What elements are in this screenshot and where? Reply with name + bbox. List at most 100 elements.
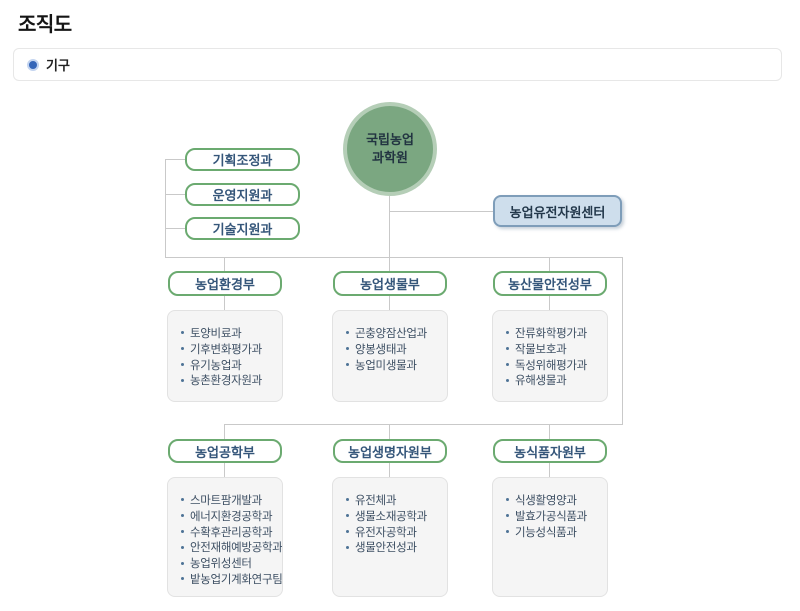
division-label: 생물안전성과 xyxy=(355,542,417,555)
dept-box-r2c3[interactable]: 농식품자원부 xyxy=(493,439,607,463)
tab-organization[interactable]: 기구 xyxy=(27,55,70,74)
connector-row2-rail xyxy=(224,424,623,425)
division-item: 생물안전성과 xyxy=(346,539,443,555)
division-item: 기후변화평가과 xyxy=(181,341,278,357)
connector-row2-drop-1 xyxy=(224,424,225,439)
division-label: 독성위해평가과 xyxy=(515,359,587,372)
division-item: 유전자공학과 xyxy=(346,524,443,540)
division-item: 유해생물과 xyxy=(506,372,603,388)
division-item: 식생활영양과 xyxy=(506,492,603,508)
division-item: 에너지환경공학과 xyxy=(181,508,278,524)
division-label: 발효가공식품과 xyxy=(515,510,587,523)
division-label: 유해생물과 xyxy=(515,375,567,388)
bullet-icon xyxy=(181,577,184,581)
staff-box-technical[interactable]: 기술지원과 xyxy=(185,217,300,240)
division-label: 토양비료과 xyxy=(190,327,242,340)
connector-staff-spine xyxy=(165,159,166,258)
division-item: 밭농업기계화연구팀 xyxy=(181,571,282,587)
division-label: 잔류화학평가과 xyxy=(515,327,587,340)
dept-box-label: 농산물안전성부 xyxy=(508,277,592,292)
bullet-icon xyxy=(346,514,349,518)
staff-box-planning[interactable]: 기획조정과 xyxy=(185,148,300,171)
division-item: 작물보호과 xyxy=(506,341,603,357)
bullet-icon xyxy=(346,331,349,335)
division-label: 곤충양잠산업과 xyxy=(355,327,427,340)
division-item: 유전체과 xyxy=(346,492,443,508)
connector-row1-rail xyxy=(165,257,623,258)
division-label: 농촌환경자원과 xyxy=(190,375,262,388)
bullet-icon xyxy=(506,498,509,502)
connector-r1c2-list xyxy=(389,296,390,310)
staff-box-operations[interactable]: 운영지원과 xyxy=(185,183,300,206)
bullet-icon xyxy=(346,529,349,533)
connector-root-drop xyxy=(389,196,390,272)
root-node[interactable]: 국립농업 과학원 xyxy=(343,102,437,196)
connector-r2c3-list xyxy=(549,463,550,477)
bullet-icon xyxy=(181,514,184,518)
bullet-icon xyxy=(346,362,349,366)
dept-box-label: 농업공학부 xyxy=(195,444,255,460)
center-box-genetic-resources[interactable]: 농업유전자원센터 xyxy=(493,195,622,227)
division-item: 발효가공식품과 xyxy=(506,508,603,524)
division-label: 생물소재공학과 xyxy=(355,510,427,523)
root-node-label-line2: 과학원 xyxy=(372,150,408,165)
connector-center-branch xyxy=(389,211,493,212)
division-label: 농업위성센터 xyxy=(190,558,252,571)
page-title: 조직도 xyxy=(18,14,72,36)
division-label: 유전자공학과 xyxy=(355,526,417,539)
division-label: 작물보호과 xyxy=(515,343,567,356)
dept-box-r2c2[interactable]: 농업생명자원부 xyxy=(333,439,447,463)
connector-row1-drop-1 xyxy=(224,257,225,271)
connector-r2c2-list xyxy=(389,463,390,477)
division-label: 유전체과 xyxy=(355,494,397,507)
bullet-icon xyxy=(181,561,184,565)
division-item: 기능성식품과 xyxy=(506,524,603,540)
connector-staff-tick-1 xyxy=(165,159,185,160)
division-label: 기후변화평가과 xyxy=(190,343,262,356)
connector-row2-drop-3 xyxy=(549,424,550,439)
division-label: 에너지환경공학과 xyxy=(190,510,273,523)
radio-bullet-icon xyxy=(27,58,39,71)
dept-box-r1c3[interactable]: 농산물안전성부 xyxy=(493,271,607,296)
connector-staff-tick-2 xyxy=(165,194,185,195)
division-label: 식생활영양과 xyxy=(515,494,577,507)
bullet-icon xyxy=(181,362,184,366)
bullet-icon xyxy=(506,331,509,335)
connector-row2-drop-2 xyxy=(389,424,390,439)
division-item: 곤충양잠산업과 xyxy=(346,325,443,341)
division-label: 안전재해예방공학과 xyxy=(190,542,283,555)
division-item: 농업위성센터 xyxy=(181,555,278,571)
division-label: 농업미생물과 xyxy=(355,359,417,372)
division-label: 기능성식품과 xyxy=(515,526,577,539)
staff-box-label: 기획조정과 xyxy=(212,153,273,168)
division-item: 수확후관리공학과 xyxy=(181,524,278,540)
bullet-icon xyxy=(506,378,509,382)
dept-box-r2c1[interactable]: 농업공학부 xyxy=(168,439,282,463)
bullet-icon xyxy=(506,362,509,366)
connector-row1-drop-3 xyxy=(549,257,550,271)
dept-box-label: 농업생명자원부 xyxy=(348,444,432,460)
root-node-label-line1: 국립농업 xyxy=(366,131,414,147)
bullet-icon xyxy=(181,331,184,335)
division-item: 생물소재공학과 xyxy=(346,508,443,524)
tab-panel: 기구 xyxy=(13,48,782,81)
dept-box-r1c1[interactable]: 농업환경부 xyxy=(168,271,282,296)
division-item: 독성위해평가과 xyxy=(506,357,603,373)
connector-r2c1-list xyxy=(224,463,225,477)
dept-box-r1c2[interactable]: 농업생물부 xyxy=(333,271,447,296)
division-item: 안전재해예방공학과 xyxy=(181,539,282,555)
center-box-label: 농업유전자원센터 xyxy=(509,204,606,220)
division-label: 밭농업기계화연구팀 xyxy=(190,573,283,586)
division-item: 잔류화학평가과 xyxy=(506,325,603,341)
bullet-icon xyxy=(181,498,184,502)
